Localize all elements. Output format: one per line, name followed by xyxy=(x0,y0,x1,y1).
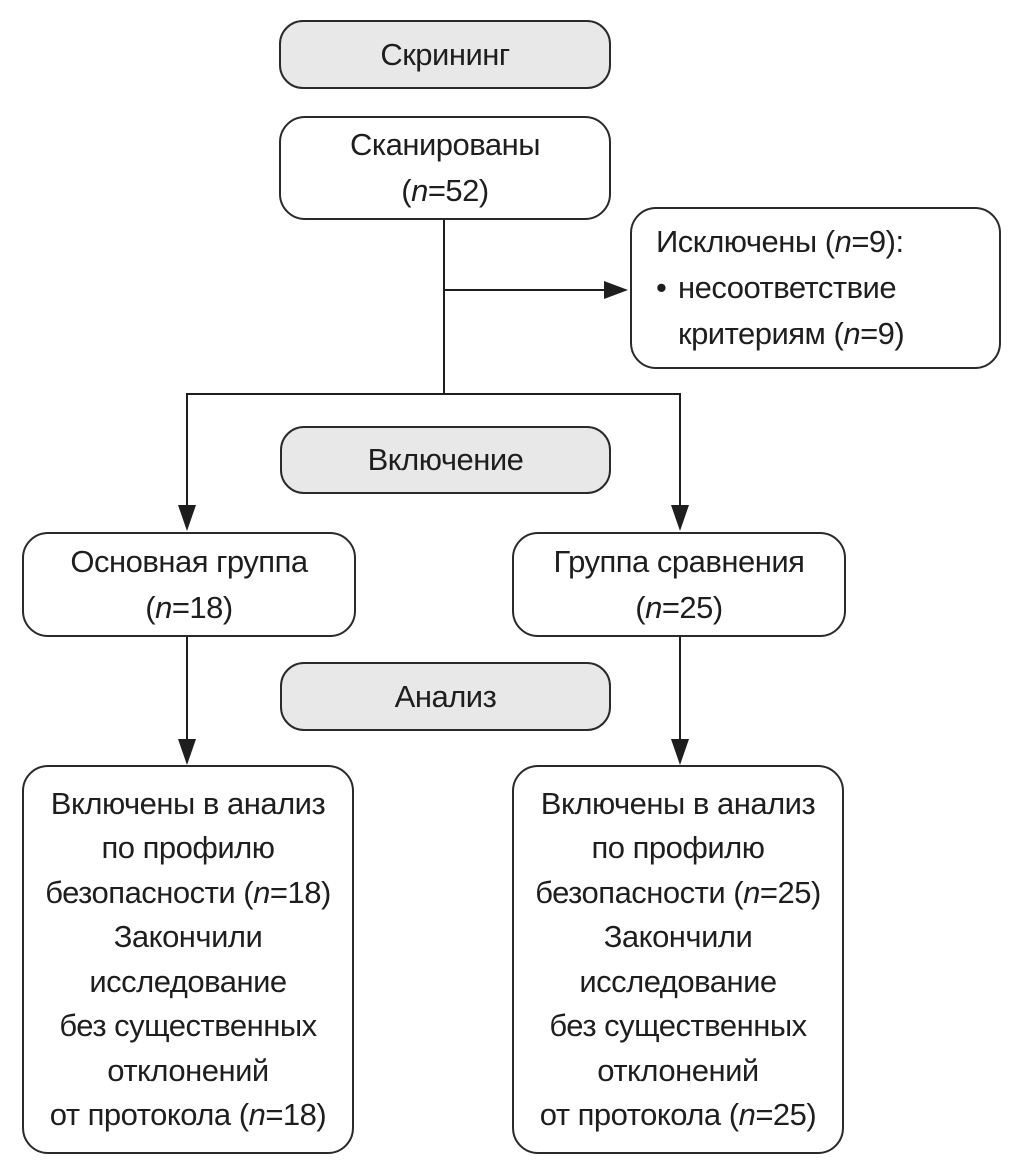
main-analysis-box: Включены в анализ по профилю безопасност… xyxy=(22,765,354,1154)
excluded-reason-line1: • несоответствие xyxy=(656,265,897,311)
main-analysis-line3: безопасности (n=18) xyxy=(45,871,331,916)
main-analysis-protocol-n: =18) xyxy=(265,1097,327,1132)
n-symbol: n xyxy=(253,874,270,910)
comparison-analysis-line8: от протокола (n=25) xyxy=(539,1093,817,1138)
comparison-analysis-protocol-n: =25) xyxy=(755,1097,817,1132)
n-symbol: n xyxy=(248,1097,266,1132)
stage-analysis: Анализ xyxy=(280,662,611,731)
arrow-to-excluded xyxy=(444,281,628,299)
excluded-reason-line2: критериям (n=9) xyxy=(656,311,905,357)
comparison-group-label: Группа сравнения xyxy=(553,543,805,579)
n-symbol: n xyxy=(743,874,760,910)
stage-inclusion: Включение xyxy=(280,426,611,494)
main-analysis-line5: исследование xyxy=(89,963,287,999)
scanned-box: Сканированы (n=52) xyxy=(279,116,611,220)
comparison-analysis-line2: по профилю xyxy=(591,830,765,865)
stage-analysis-label: Анализ xyxy=(394,678,497,714)
arrow-to-comparison-analysis xyxy=(671,636,689,765)
comparison-group-n-value: =25) xyxy=(661,589,723,625)
excluded-box: Исключены (n=9): •несоответствие критери… xyxy=(630,207,1001,369)
main-analysis-line6: без существенных xyxy=(59,1008,317,1043)
n-symbol: n xyxy=(155,589,172,625)
paren: ( xyxy=(145,589,156,625)
main-analysis-line3-label: безопасности ( xyxy=(45,874,254,910)
bullet-icon: • xyxy=(656,270,667,305)
scanned-n-value: =52) xyxy=(427,173,489,208)
main-group-label: Основная группа xyxy=(70,543,308,579)
n-symbol: n xyxy=(834,224,852,259)
excluded-reason-label: критериям ( xyxy=(678,316,844,351)
n-symbol: n xyxy=(738,1097,756,1132)
main-analysis-safety-n: =18) xyxy=(269,874,331,910)
comparison-analysis-line3: безопасности (n=25) xyxy=(535,871,821,916)
excluded-title-label: Исключены ( xyxy=(656,224,835,259)
comparison-analysis-line3-label: безопасности ( xyxy=(535,874,744,910)
main-analysis-line8: от протокола (n=18) xyxy=(49,1093,327,1138)
stage-screening-label: Скрининг xyxy=(380,36,510,72)
main-analysis-line1: Включены в анализ xyxy=(50,785,326,821)
excluded-n-value: =9): xyxy=(851,224,904,259)
n-symbol: n xyxy=(843,316,861,351)
comparison-analysis-safety-n: =25) xyxy=(759,874,821,910)
comparison-group-count: (n=25) xyxy=(635,585,723,631)
arrow-to-main-group xyxy=(178,394,196,531)
n-symbol: n xyxy=(645,589,662,625)
main-group-n-value: =18) xyxy=(171,589,233,625)
excluded-title: Исключены (n=9): xyxy=(656,219,904,265)
stage-screening: Скрининг xyxy=(279,20,611,89)
main-analysis-line2: по профилю xyxy=(101,830,275,865)
comparison-analysis-line6: без существенных xyxy=(549,1008,807,1043)
main-analysis-line7: отклонений xyxy=(107,1052,269,1088)
comparison-analysis-line5: исследование xyxy=(579,963,777,999)
scanned-label: Сканированы xyxy=(349,127,541,162)
excluded-reason-text: несоответствие xyxy=(678,270,897,305)
paren: ( xyxy=(401,173,412,208)
scanned-count: (n=52) xyxy=(401,168,489,214)
paren: ( xyxy=(635,589,646,625)
main-analysis-line4: Закончили xyxy=(113,919,263,954)
arrow-to-comparison-group xyxy=(671,394,689,531)
main-group-box: Основная группа (n=18) xyxy=(22,532,356,637)
comparison-analysis-line7: отклонений xyxy=(597,1052,759,1088)
arrow-to-main-analysis xyxy=(178,636,196,765)
comparison-group-box: Группа сравнения (n=25) xyxy=(512,532,846,637)
comparison-analysis-line8-label: от протокола ( xyxy=(539,1097,739,1132)
main-analysis-line8-label: от протокола ( xyxy=(49,1097,249,1132)
stage-inclusion-label: Включение xyxy=(367,442,524,477)
main-group-count: (n=18) xyxy=(145,585,233,631)
n-symbol: n xyxy=(411,173,428,208)
comparison-analysis-line1: Включены в анализ xyxy=(540,785,816,821)
excluded-reason-n-value: =9) xyxy=(860,316,905,351)
comparison-analysis-line4: Закончили xyxy=(603,919,753,954)
comparison-analysis-box: Включены в анализ по профилю безопасност… xyxy=(512,765,844,1154)
